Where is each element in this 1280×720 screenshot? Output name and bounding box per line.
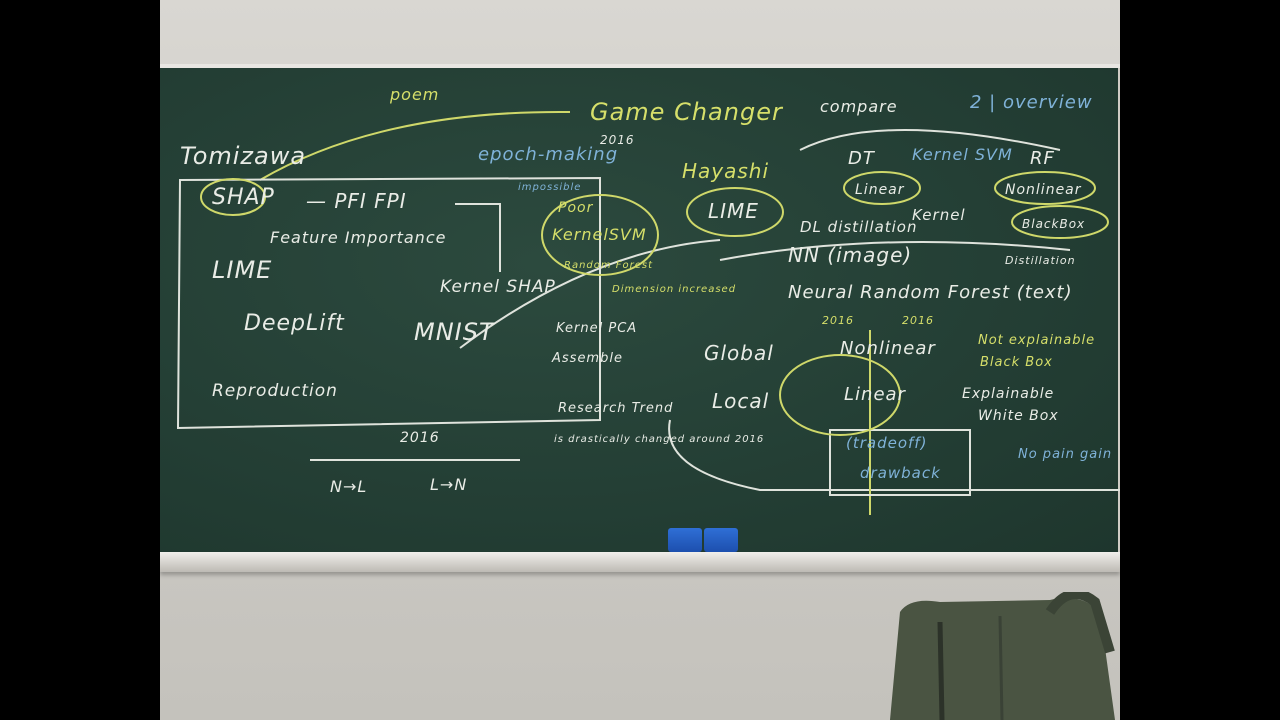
circle <box>200 178 266 216</box>
board-text: Explainable <box>962 386 1054 402</box>
board-text: is drastically changed around 2016 <box>554 434 764 445</box>
board-text: Kernel SHAP <box>440 277 556 297</box>
board-text: Global <box>704 341 774 365</box>
circle <box>843 171 921 205</box>
arrow-line <box>799 129 1061 151</box>
chalk-writing: poem Game Changer 2016 compare 2 | overv… <box>176 85 1120 515</box>
box-outline <box>829 429 971 496</box>
board-text: 2016 <box>822 314 854 327</box>
board-text: drawback <box>860 464 941 482</box>
board-text: BlackBox <box>1022 217 1085 231</box>
circle <box>686 187 784 237</box>
arrow-line <box>455 203 501 272</box>
arrow-line <box>668 419 1120 491</box>
circle <box>1011 205 1109 239</box>
board-text: LIME <box>708 199 759 223</box>
board-text: Linear <box>844 384 907 405</box>
board-text: 2016 <box>400 430 440 446</box>
board-text: Nonlinear <box>840 338 936 359</box>
board-text: DeepLift <box>244 311 345 336</box>
board-text: MNIST <box>414 318 496 346</box>
board-text: Game Changer <box>590 98 784 126</box>
arrow-line <box>459 239 721 349</box>
board-text: 2016 <box>902 314 934 327</box>
board-text: 2 | overview <box>970 92 1093 113</box>
board-text: KernelSVM <box>552 225 647 244</box>
board-text: NN (image) <box>788 243 912 267</box>
board-text: (tradeoff) <box>846 434 927 452</box>
board-text: Black Box <box>980 355 1053 370</box>
board-text: epoch-making <box>478 144 618 165</box>
box-outline <box>176 176 601 430</box>
arrow-line <box>259 110 571 181</box>
board-text: Kernel <box>912 206 966 224</box>
board-text: N→L <box>330 477 367 496</box>
board-text: DT <box>848 148 876 169</box>
board-text: Reproduction <box>212 381 338 401</box>
eraser <box>704 528 738 552</box>
board-text: Local <box>712 389 769 413</box>
arrow-line <box>719 241 1071 261</box>
board-text: Neural Random Forest (text) <box>788 282 1073 303</box>
board-text: L→N <box>430 475 467 494</box>
circle <box>541 194 659 276</box>
eraser <box>668 528 702 552</box>
circle <box>994 171 1096 205</box>
board-text: Tomizawa <box>180 142 306 170</box>
board-text: Hayashi <box>682 159 769 183</box>
board-text: Dimension increased <box>612 284 736 295</box>
chalk-ledge <box>160 552 1120 572</box>
board-text: Research Trend <box>558 401 673 416</box>
board-text: Kernel SVM <box>912 145 1013 164</box>
board-text: LIME <box>212 256 272 284</box>
board-text: 2016 <box>600 133 635 147</box>
board-text: poem <box>389 85 439 104</box>
board-text: Feature Importance <box>270 228 446 247</box>
board-text: White Box <box>978 408 1059 424</box>
board-text: SHAP <box>212 185 275 210</box>
board-text: — PFI FPI <box>306 189 407 213</box>
board-text: compare <box>820 97 898 116</box>
board-text: Linear <box>855 182 905 198</box>
bag <box>890 592 1115 720</box>
board-text: DL distillation <box>800 218 918 236</box>
board-text: RF <box>1030 148 1055 169</box>
board-text: impossible <box>518 182 581 193</box>
board-text: Poor <box>558 200 594 216</box>
board-text: Not explainable <box>978 333 1095 348</box>
board-text: Nonlinear <box>1005 182 1082 198</box>
board-text: Distillation <box>1005 254 1076 267</box>
board-text: Kernel PCA <box>556 321 637 336</box>
circle <box>779 354 901 436</box>
board-text: Random Forest <box>564 260 653 271</box>
board-text: No pain gain <box>1018 447 1112 462</box>
chalkboard <box>160 68 1120 554</box>
board-text: Assemble <box>551 351 623 366</box>
photo: poem Game Changer 2016 compare 2 | overv… <box>160 0 1120 720</box>
